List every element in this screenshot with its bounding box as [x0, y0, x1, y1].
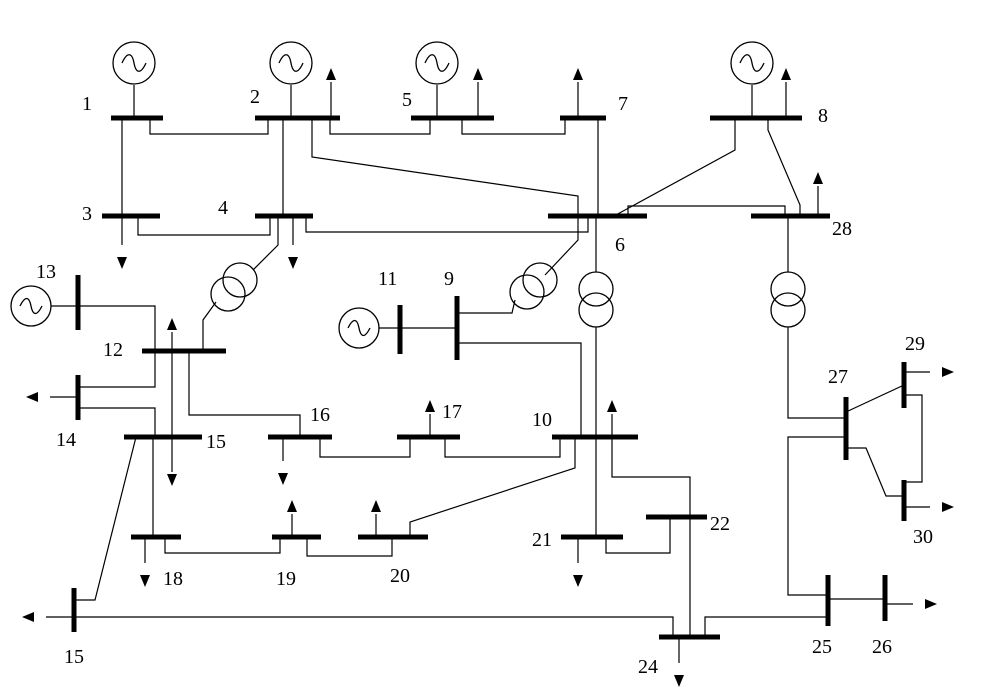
- transformers: [210, 262, 806, 328]
- load-arrow-icon: [573, 68, 583, 118]
- load-arrow-icon: [22, 612, 74, 622]
- transmission-lines: [51, 85, 923, 637]
- bus-label-26: 26: [872, 636, 892, 658]
- line-6-8: [613, 118, 736, 217]
- bus-label-9: 9: [444, 268, 454, 290]
- generator-icon: [338, 307, 380, 349]
- bus-label-11: 11: [378, 268, 397, 290]
- load-arrow-icon: [326, 68, 336, 118]
- bus-label-19: 19: [276, 568, 296, 590]
- bus-label-15-lower: 15: [64, 646, 84, 668]
- bus-label-4: 4: [218, 197, 228, 219]
- line-6-28: [627, 205, 786, 216]
- line-12-14: [78, 351, 156, 388]
- bus-label-17: 17: [442, 401, 462, 423]
- load-arrow-icon: [904, 502, 954, 512]
- line-5-7: [461, 118, 566, 135]
- load-arrow-icon: [607, 400, 617, 437]
- load-arrow-icon: [140, 537, 150, 587]
- load-arrow-icon: [288, 216, 298, 269]
- generator-icon: [415, 41, 459, 85]
- bus-label-15: 15: [206, 431, 226, 453]
- load-arrow-icon: [473, 68, 483, 118]
- load-arrow-icon: [287, 500, 297, 537]
- bus-labels: 1 2 5 7 8 3 4 6 28 13 11 9 12 14 15 16 1…: [36, 86, 933, 678]
- line-18-19: [164, 537, 281, 554]
- bus-label-10: 10: [532, 409, 552, 431]
- line-24-25: [704, 616, 828, 637]
- transformer-icon: [578, 271, 614, 328]
- bus-label-22: 22: [710, 513, 730, 535]
- generator-icon: [269, 41, 313, 85]
- line-23-24: [74, 616, 674, 637]
- load-arrow-icon: [813, 172, 823, 216]
- line-3-4: [137, 216, 271, 236]
- line-17-10: [444, 437, 561, 458]
- transformer-icon: [509, 262, 558, 310]
- load-arrow-icon: [573, 537, 583, 587]
- line-12-16: [188, 351, 301, 437]
- line-16-17: [319, 437, 411, 458]
- generators: [10, 41, 774, 349]
- line-4-6: [305, 216, 589, 233]
- line-27-30: [846, 447, 904, 497]
- transformer-icon: [770, 271, 806, 328]
- load-arrow-icon: [904, 367, 954, 377]
- bus-label-30: 30: [913, 526, 933, 548]
- bus-label-1: 1: [82, 93, 92, 115]
- bus-label-28: 28: [832, 218, 852, 240]
- bus-label-20: 20: [390, 565, 410, 587]
- bus-label-13: 13: [36, 261, 56, 283]
- line-27-29: [845, 384, 905, 413]
- line-2-6: [311, 118, 579, 216]
- line-14-15: [78, 407, 156, 437]
- bus-label-8: 8: [818, 105, 828, 127]
- bus-label-14: 14: [56, 429, 76, 451]
- line-25-27: [787, 436, 846, 596]
- line-9-10: [457, 342, 582, 437]
- line-10-22: [611, 437, 691, 637]
- load-arrow-icon: [117, 216, 127, 269]
- line-15-23: [74, 436, 137, 601]
- bus-label-3: 3: [82, 203, 92, 225]
- bus-label-6: 6: [615, 234, 625, 256]
- line-6-9-transformer: [544, 216, 579, 276]
- bus-label-12: 12: [103, 339, 123, 361]
- bus-label-25: 25: [812, 636, 832, 658]
- generator-icon: [112, 41, 156, 85]
- transformer-icon: [210, 262, 258, 312]
- bus-label-7: 7: [618, 93, 628, 115]
- line-29-30: [904, 394, 923, 483]
- generator-icon: [10, 285, 52, 327]
- bus-label-24: 24: [638, 656, 658, 678]
- load-arrow-icon: [278, 437, 288, 485]
- busbars: [71, 115, 907, 640]
- bus-label-27: 27: [828, 366, 848, 388]
- load-arrow-icon: [167, 318, 177, 486]
- load-arrow-icon: [885, 599, 937, 609]
- bus-label-29: 29: [905, 333, 925, 355]
- load-arrow-icon: [674, 637, 684, 687]
- bus-label-2: 2: [250, 86, 260, 108]
- line-19-20: [306, 537, 393, 557]
- load-arrow-icon: [26, 392, 78, 402]
- line-21-22: [605, 517, 671, 554]
- bus-label-16: 16: [310, 404, 330, 426]
- line-1-2: [149, 118, 269, 135]
- bus-label-21: 21: [532, 529, 552, 551]
- line-8-28: [767, 118, 801, 216]
- line-20-10: [409, 437, 576, 537]
- load-arrow-icon: [371, 500, 381, 537]
- bus-label-18: 18: [163, 568, 183, 590]
- line-4-12-transformer: [252, 216, 279, 271]
- line-2-5: [329, 118, 431, 135]
- load-arrow-icon: [425, 400, 435, 437]
- loads: [22, 68, 954, 687]
- bus-label-5: 5: [402, 89, 412, 111]
- load-arrow-icon: [781, 68, 791, 118]
- generator-icon: [730, 41, 774, 85]
